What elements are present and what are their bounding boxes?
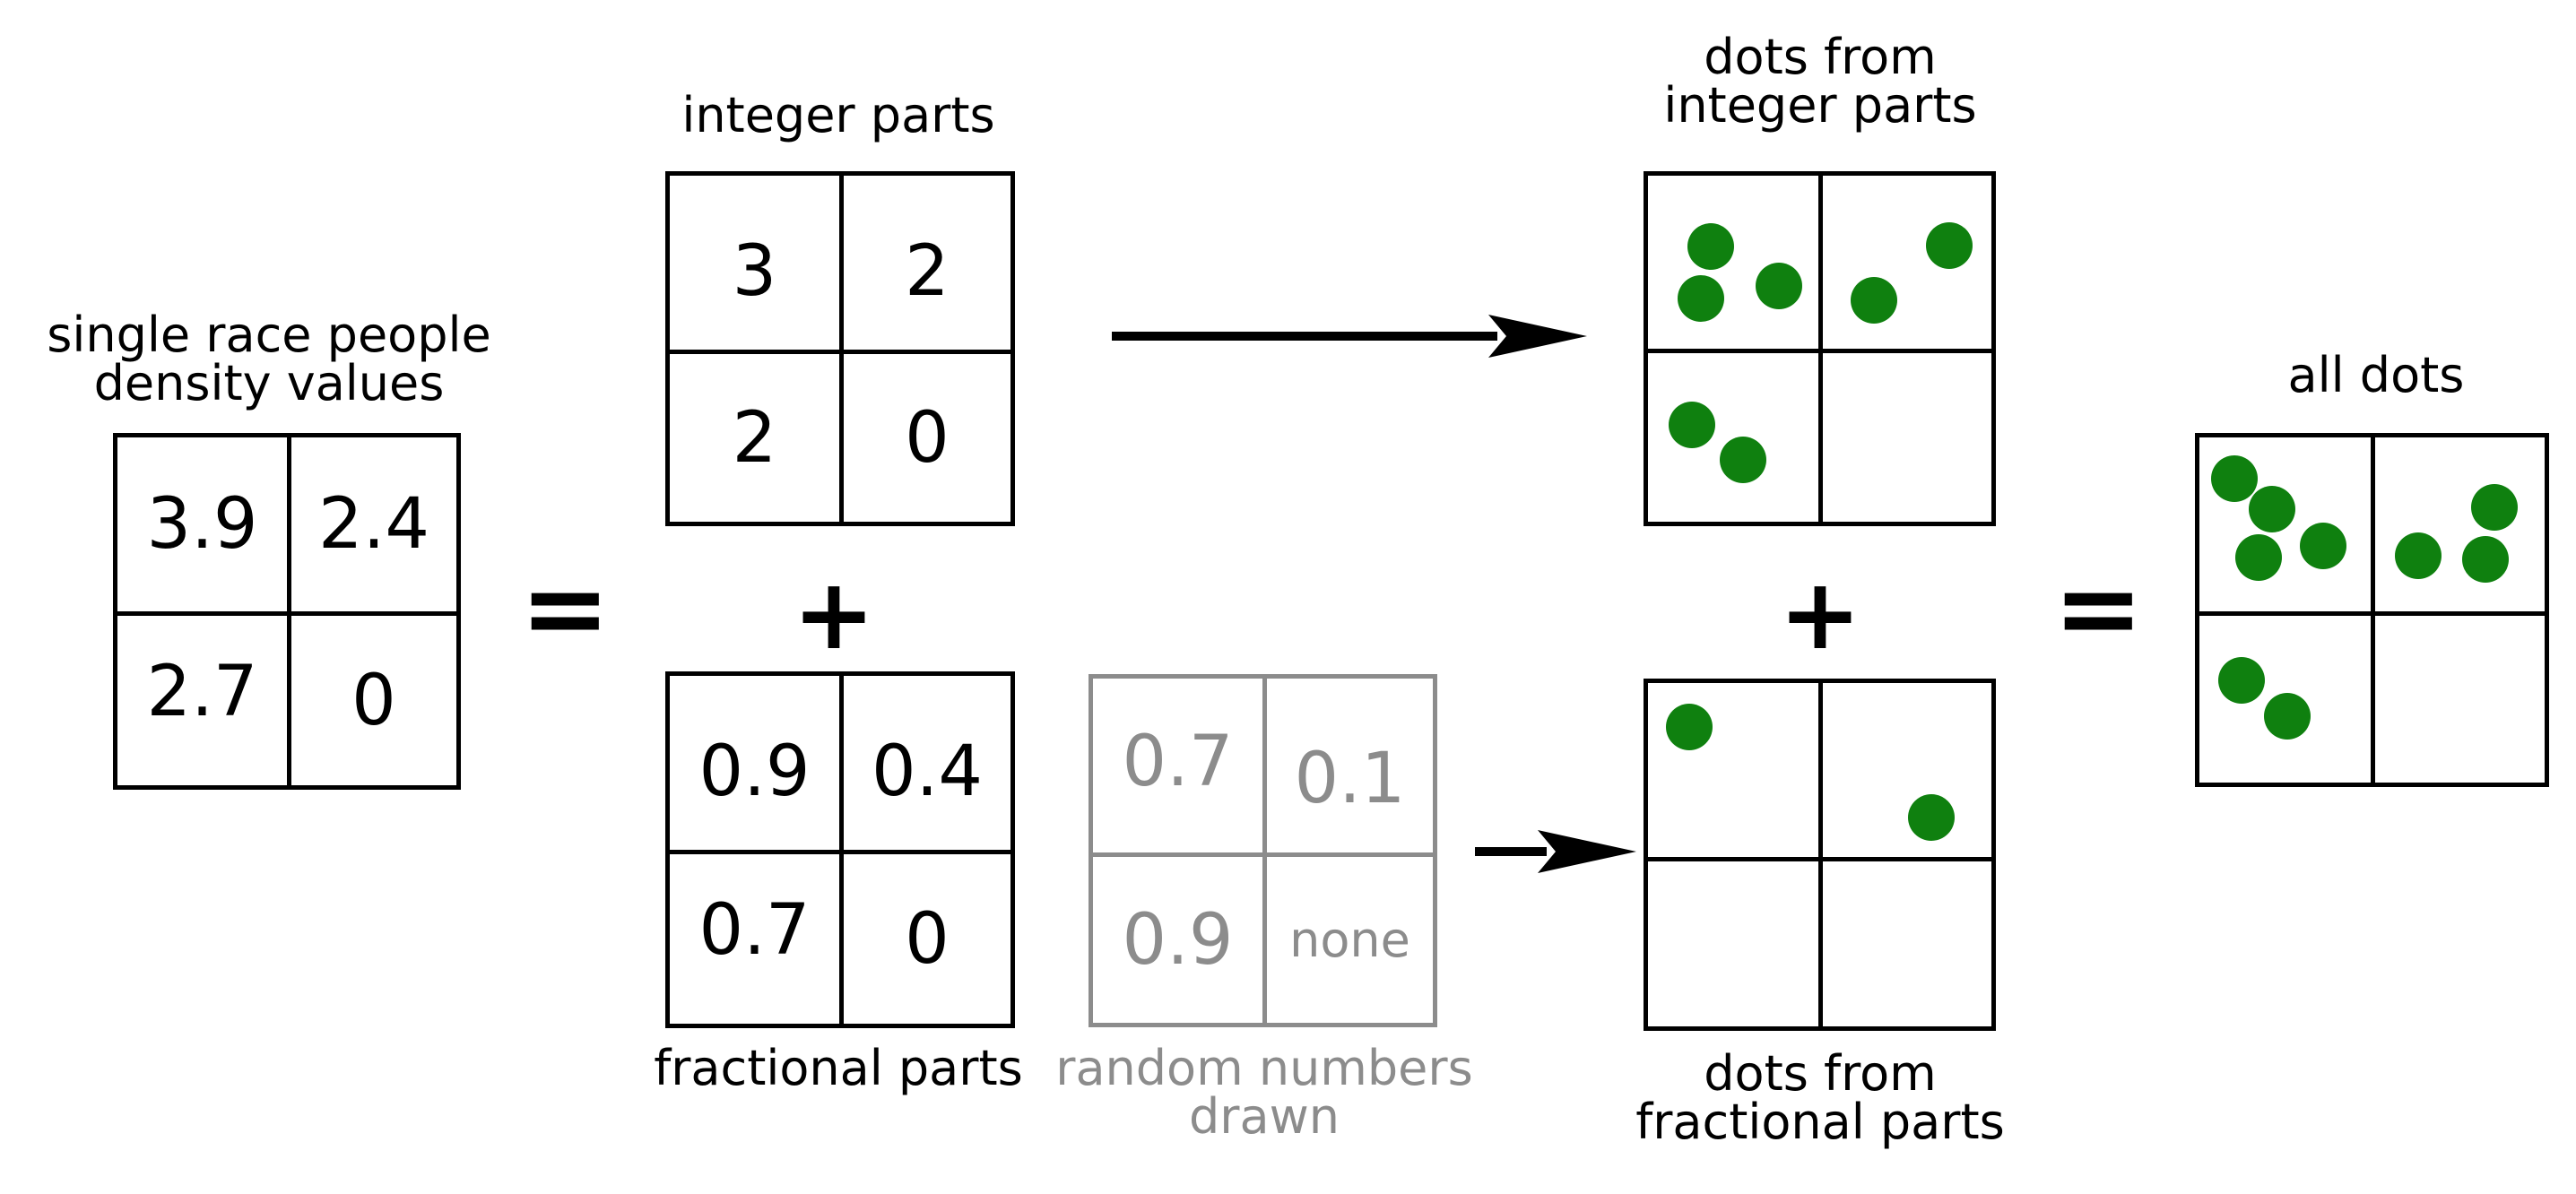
integer-cell: 2 <box>905 231 950 312</box>
density-label-line2: density values <box>93 355 445 411</box>
dot <box>1926 222 1973 269</box>
grid-divider <box>2371 437 2375 783</box>
equals-sign: = <box>2053 547 2144 671</box>
random-cell: 0.9 <box>1122 899 1234 981</box>
dot <box>1756 263 1802 309</box>
dot <box>2235 534 2282 581</box>
integer-cell: 0 <box>905 397 950 479</box>
integer-cell: 3 <box>732 231 777 312</box>
integer-parts-grid: 3 2 2 0 <box>665 171 1015 526</box>
dots-integer-label-line1: dots from <box>1704 29 1937 85</box>
equals-sign: = <box>520 547 611 671</box>
grid-divider <box>117 611 456 616</box>
grid-divider <box>1648 349 1991 353</box>
random-numbers-label-line2: drawn <box>1189 1088 1340 1145</box>
random-numbers-grid: 0.7 0.1 0.9 none <box>1089 674 1437 1027</box>
grid-divider <box>670 850 1010 854</box>
dots-fractional-label-line1: dots from <box>1704 1045 1937 1102</box>
integer-parts-label: integer parts <box>681 87 995 143</box>
random-numbers-label-line1: random numbers <box>1055 1040 1473 1096</box>
dot <box>1678 275 1724 322</box>
dot <box>1687 223 1734 270</box>
random-cell: 0.7 <box>1122 722 1234 802</box>
plus-sign: + <box>1778 557 1862 671</box>
dot <box>2264 693 2311 740</box>
plus-sign: + <box>792 557 876 671</box>
dot <box>1669 402 1715 448</box>
density-cell: 2.4 <box>317 484 430 565</box>
dot <box>2395 532 2442 579</box>
dots-fractional-grid <box>1644 679 1996 1031</box>
dots-integer-label: dots from integer parts <box>1596 33 2044 130</box>
grid-divider <box>2199 611 2545 616</box>
dots-fractional-label-line2: fractional parts <box>1635 1094 2005 1150</box>
fractional-parts-label: fractional parts <box>654 1040 1023 1096</box>
dot <box>1720 437 1766 483</box>
dot <box>2211 455 2258 502</box>
arrow-integer-to-dots <box>1112 315 1587 358</box>
fractional-cell: 0.9 <box>698 731 811 812</box>
dot <box>2300 523 2346 569</box>
random-numbers-label: random numbers drawn <box>1031 1044 1497 1141</box>
grid-divider <box>1262 679 1267 1023</box>
density-cell: 0 <box>351 660 396 741</box>
density-cell: 2.7 <box>146 651 258 732</box>
dot <box>1851 277 1897 324</box>
dots-integer-label-line2: integer parts <box>1663 77 1977 134</box>
arrow-fractional-to-dots <box>1475 830 1636 873</box>
fractional-cell: 0 <box>905 898 950 980</box>
density-cell: 3.9 <box>146 484 258 565</box>
dot <box>2471 484 2518 531</box>
integer-cell: 2 <box>732 397 777 479</box>
grid-divider <box>1818 683 1823 1026</box>
dot <box>1908 794 1955 841</box>
grid-divider <box>1093 852 1433 857</box>
grid-divider <box>1648 857 1991 861</box>
density-label: single race people density values <box>36 311 502 408</box>
dot <box>2218 657 2265 704</box>
fractional-parts-grid: 0.9 0.4 0.7 0 <box>665 671 1015 1028</box>
all-dots-label: all dots <box>2287 347 2465 403</box>
grid-divider <box>670 350 1010 354</box>
density-grid: 3.9 2.4 2.7 0 <box>113 433 461 790</box>
density-label-line1: single race people <box>47 307 491 363</box>
dot <box>2462 536 2509 583</box>
fractional-cell: 0.7 <box>698 889 811 971</box>
fractional-cell: 0.4 <box>871 731 984 812</box>
grid-divider <box>839 176 844 522</box>
random-cell: 0.1 <box>1294 739 1406 819</box>
random-cell: none <box>1289 912 1410 968</box>
dots-fractional-label: dots from fractional parts <box>1596 1050 2044 1146</box>
dots-integer-grid <box>1644 171 1996 526</box>
all-dots-grid <box>2195 433 2549 787</box>
dot <box>1666 704 1713 750</box>
dot <box>2249 486 2295 532</box>
